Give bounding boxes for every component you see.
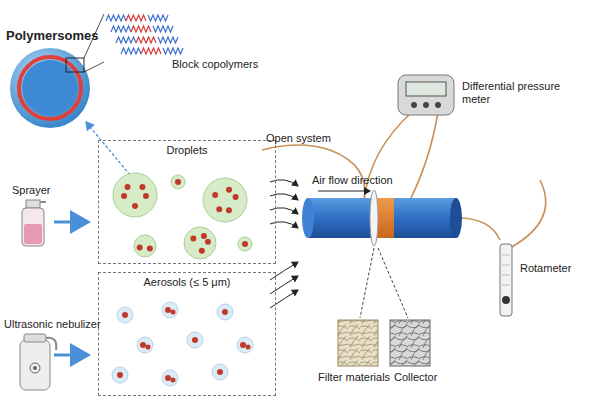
device-label: Ultrasonic nebulizer <box>4 318 101 331</box>
device-label: Rotameter <box>520 262 571 275</box>
box-title: Aerosols (≤ 5 μm) <box>99 276 275 288</box>
part-label: Open system <box>266 132 331 145</box>
flow-label: Air flow direction <box>312 174 393 187</box>
part-label: Collector <box>394 371 437 384</box>
part-label: Filter materials <box>318 371 390 384</box>
box-title: Droplets <box>99 144 275 156</box>
dashed-box: Aerosols (≤ 5 μm) <box>98 272 276 396</box>
device-label: Sprayer <box>12 184 51 197</box>
part-label: Block copolymers <box>172 58 258 71</box>
dashed-box: Droplets <box>98 140 276 264</box>
device-label: Differential pressure meter <box>462 80 572 106</box>
title-label: Polymersomes <box>6 28 99 44</box>
